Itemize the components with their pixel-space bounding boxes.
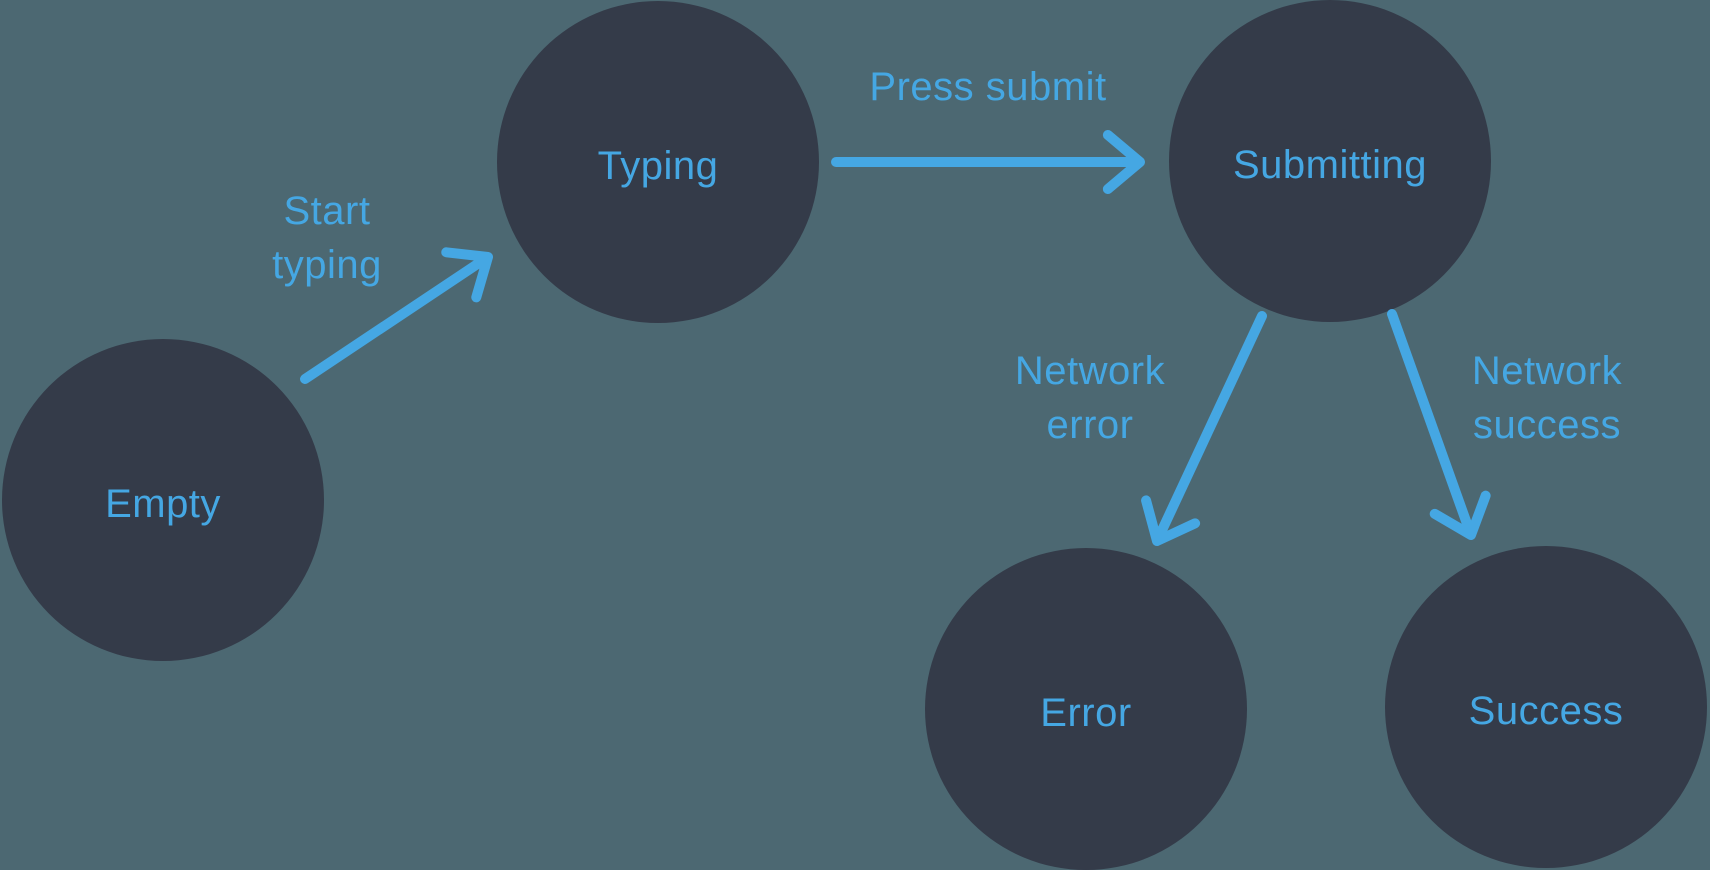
state-node-error: Error — [925, 548, 1247, 870]
state-label-typing: Typing — [597, 143, 719, 188]
transition-label-start-typing: Start typing — [272, 189, 382, 287]
transition-label-network-success: Network success — [1471, 349, 1623, 447]
arrow-typing-to-submitting — [831, 129, 1145, 195]
state-node-typing: Typing — [497, 1, 819, 323]
state-label-submitting: Submitting — [1233, 142, 1427, 187]
state-label-error: Error — [1040, 690, 1132, 735]
transition-label-network-error: Network error — [1014, 349, 1166, 447]
state-node-empty: Empty — [2, 339, 324, 661]
state-label-success: Success — [1468, 688, 1624, 733]
state-node-success: Success — [1385, 546, 1707, 868]
state-node-submitting: Submitting — [1169, 0, 1491, 322]
state-label-empty: Empty — [105, 481, 221, 526]
transition-label-press-submit: Press submit — [869, 65, 1107, 109]
